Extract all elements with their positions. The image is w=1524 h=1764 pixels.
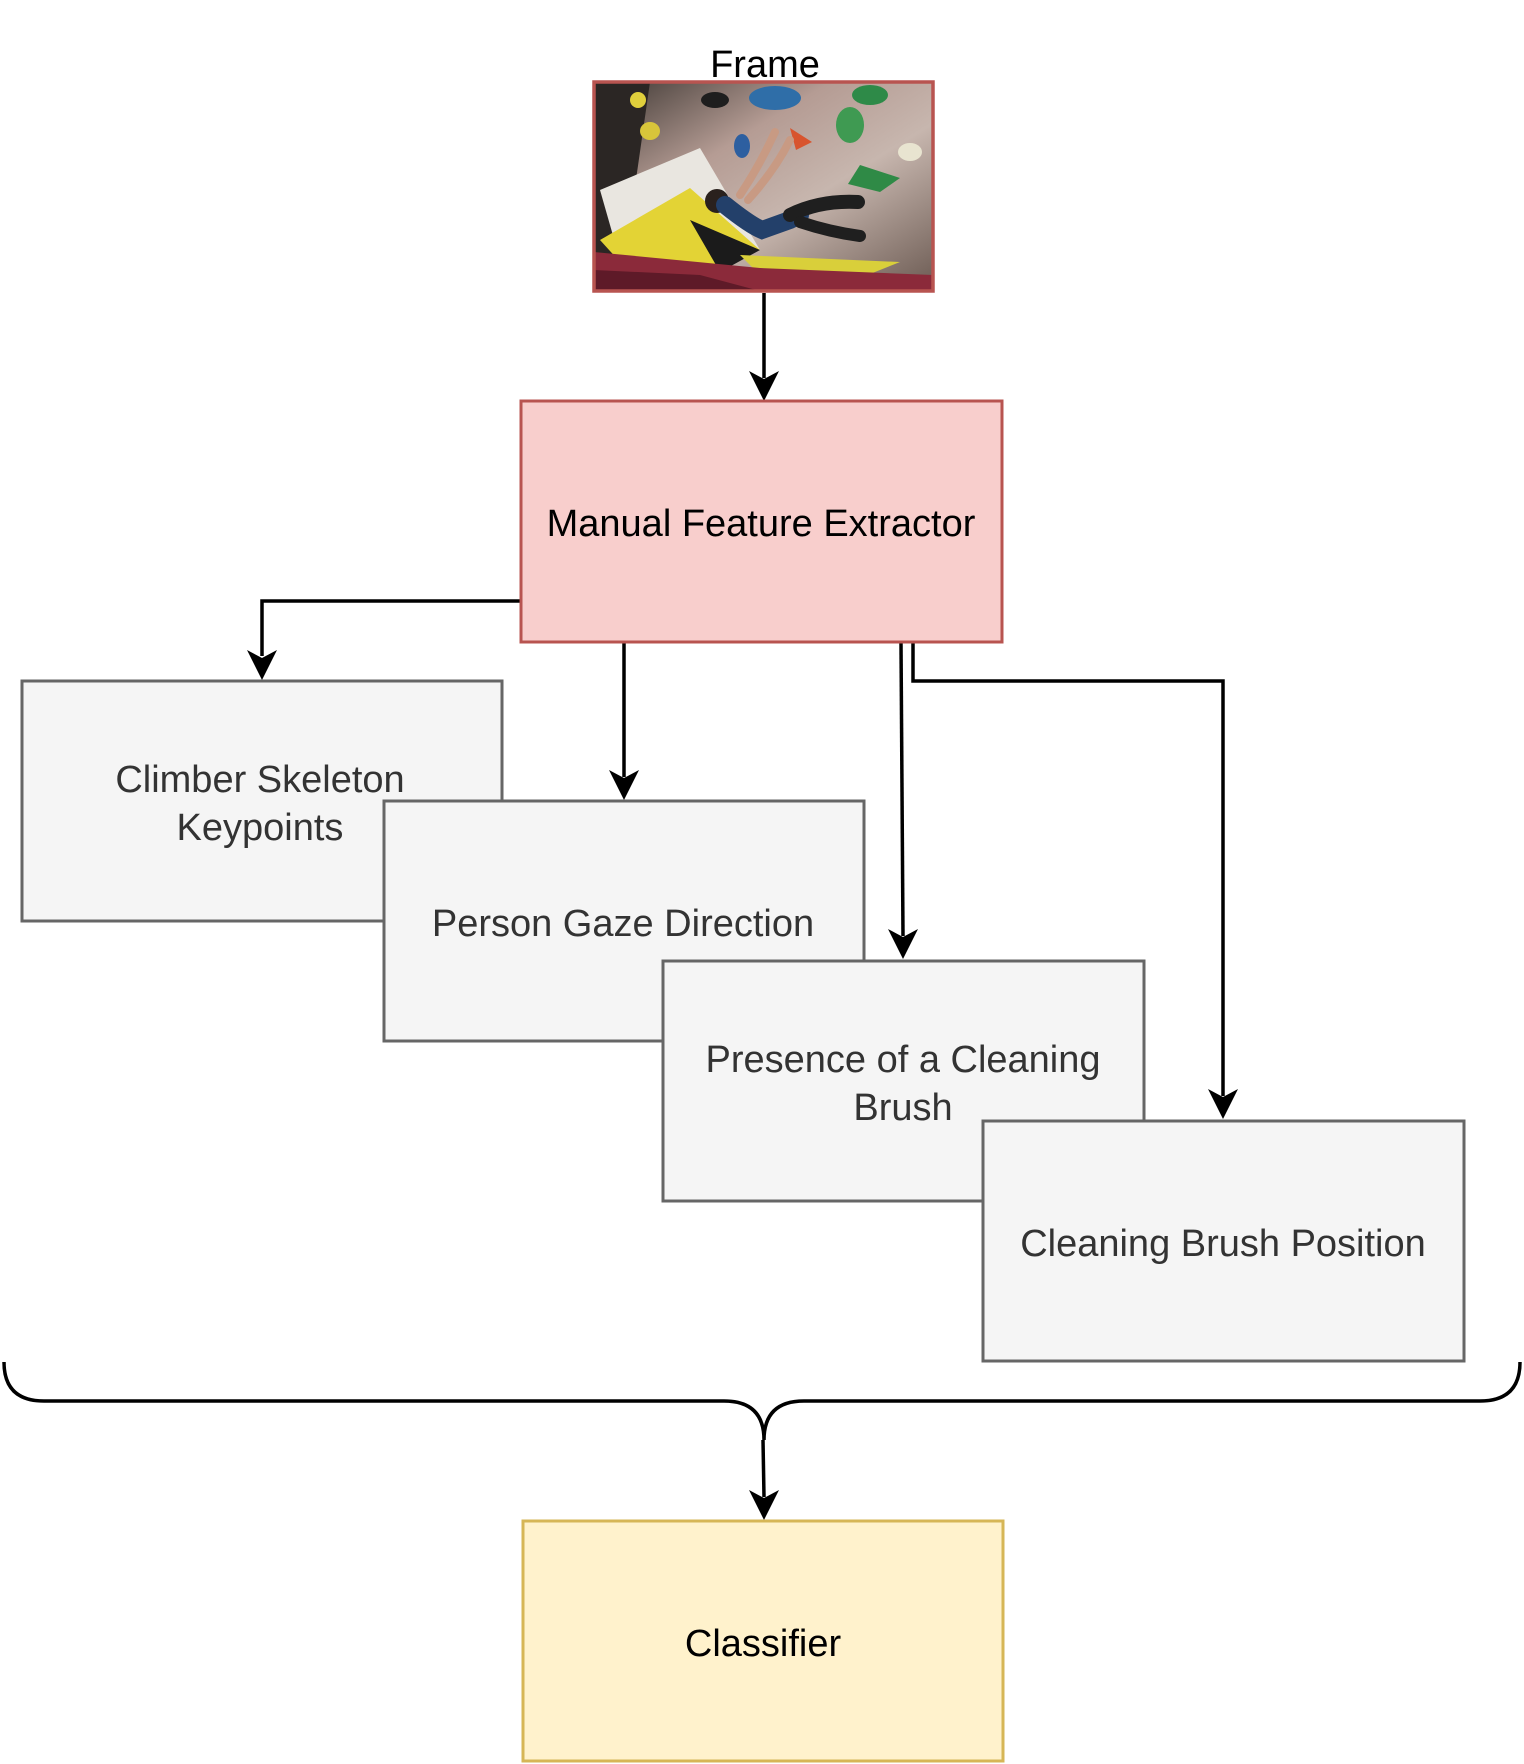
frame-node: Frame	[592, 44, 935, 293]
edge-extractor-to-brush-presence	[899, 642, 905, 937]
extractor-node: Manual Feature Extractor	[519, 399, 1004, 644]
brush-position-node: Cleaning Brush Position	[981, 1119, 1466, 1363]
extractor-box	[519, 399, 1004, 644]
arrowhead-brush-position	[1208, 1089, 1238, 1119]
brush-position-label: Cleaning Brush Position	[1020, 1223, 1426, 1265]
arrowhead-classifier	[749, 1490, 779, 1520]
frame-label: Frame	[710, 44, 820, 86]
skeleton-label-line2: Keypoints	[177, 807, 344, 849]
arrowhead-gaze	[609, 770, 639, 800]
brush-presence-label-line2: Brush	[853, 1087, 952, 1129]
skeleton-label-line1: Climber Skeleton	[115, 759, 404, 801]
arrowhead-skeleton	[247, 650, 277, 680]
classifier-label: Classifier	[685, 1623, 842, 1665]
arrowhead-extractor	[749, 371, 779, 401]
feature-group-brace	[2, 1361, 1522, 1441]
edge-extractor-to-skeleton	[260, 599, 521, 656]
edge-brace-to-classifier	[761, 1439, 766, 1498]
frame-border	[592, 80, 935, 293]
climber-photo	[594, 82, 933, 291]
classifier-node: Classifier	[521, 1519, 1005, 1763]
extractor-label: Manual Feature Extractor	[547, 503, 976, 545]
gaze-label: Person Gaze Direction	[432, 903, 814, 945]
brush-presence-label-line1: Presence of a Cleaning	[705, 1039, 1100, 1081]
brush-position-box	[981, 1119, 1466, 1363]
arrowhead-brush-presence	[888, 929, 918, 959]
edges	[2, 293, 1522, 1520]
classifier-box	[521, 1519, 1005, 1763]
edge-extractor-to-brush-position	[911, 643, 1225, 1096]
